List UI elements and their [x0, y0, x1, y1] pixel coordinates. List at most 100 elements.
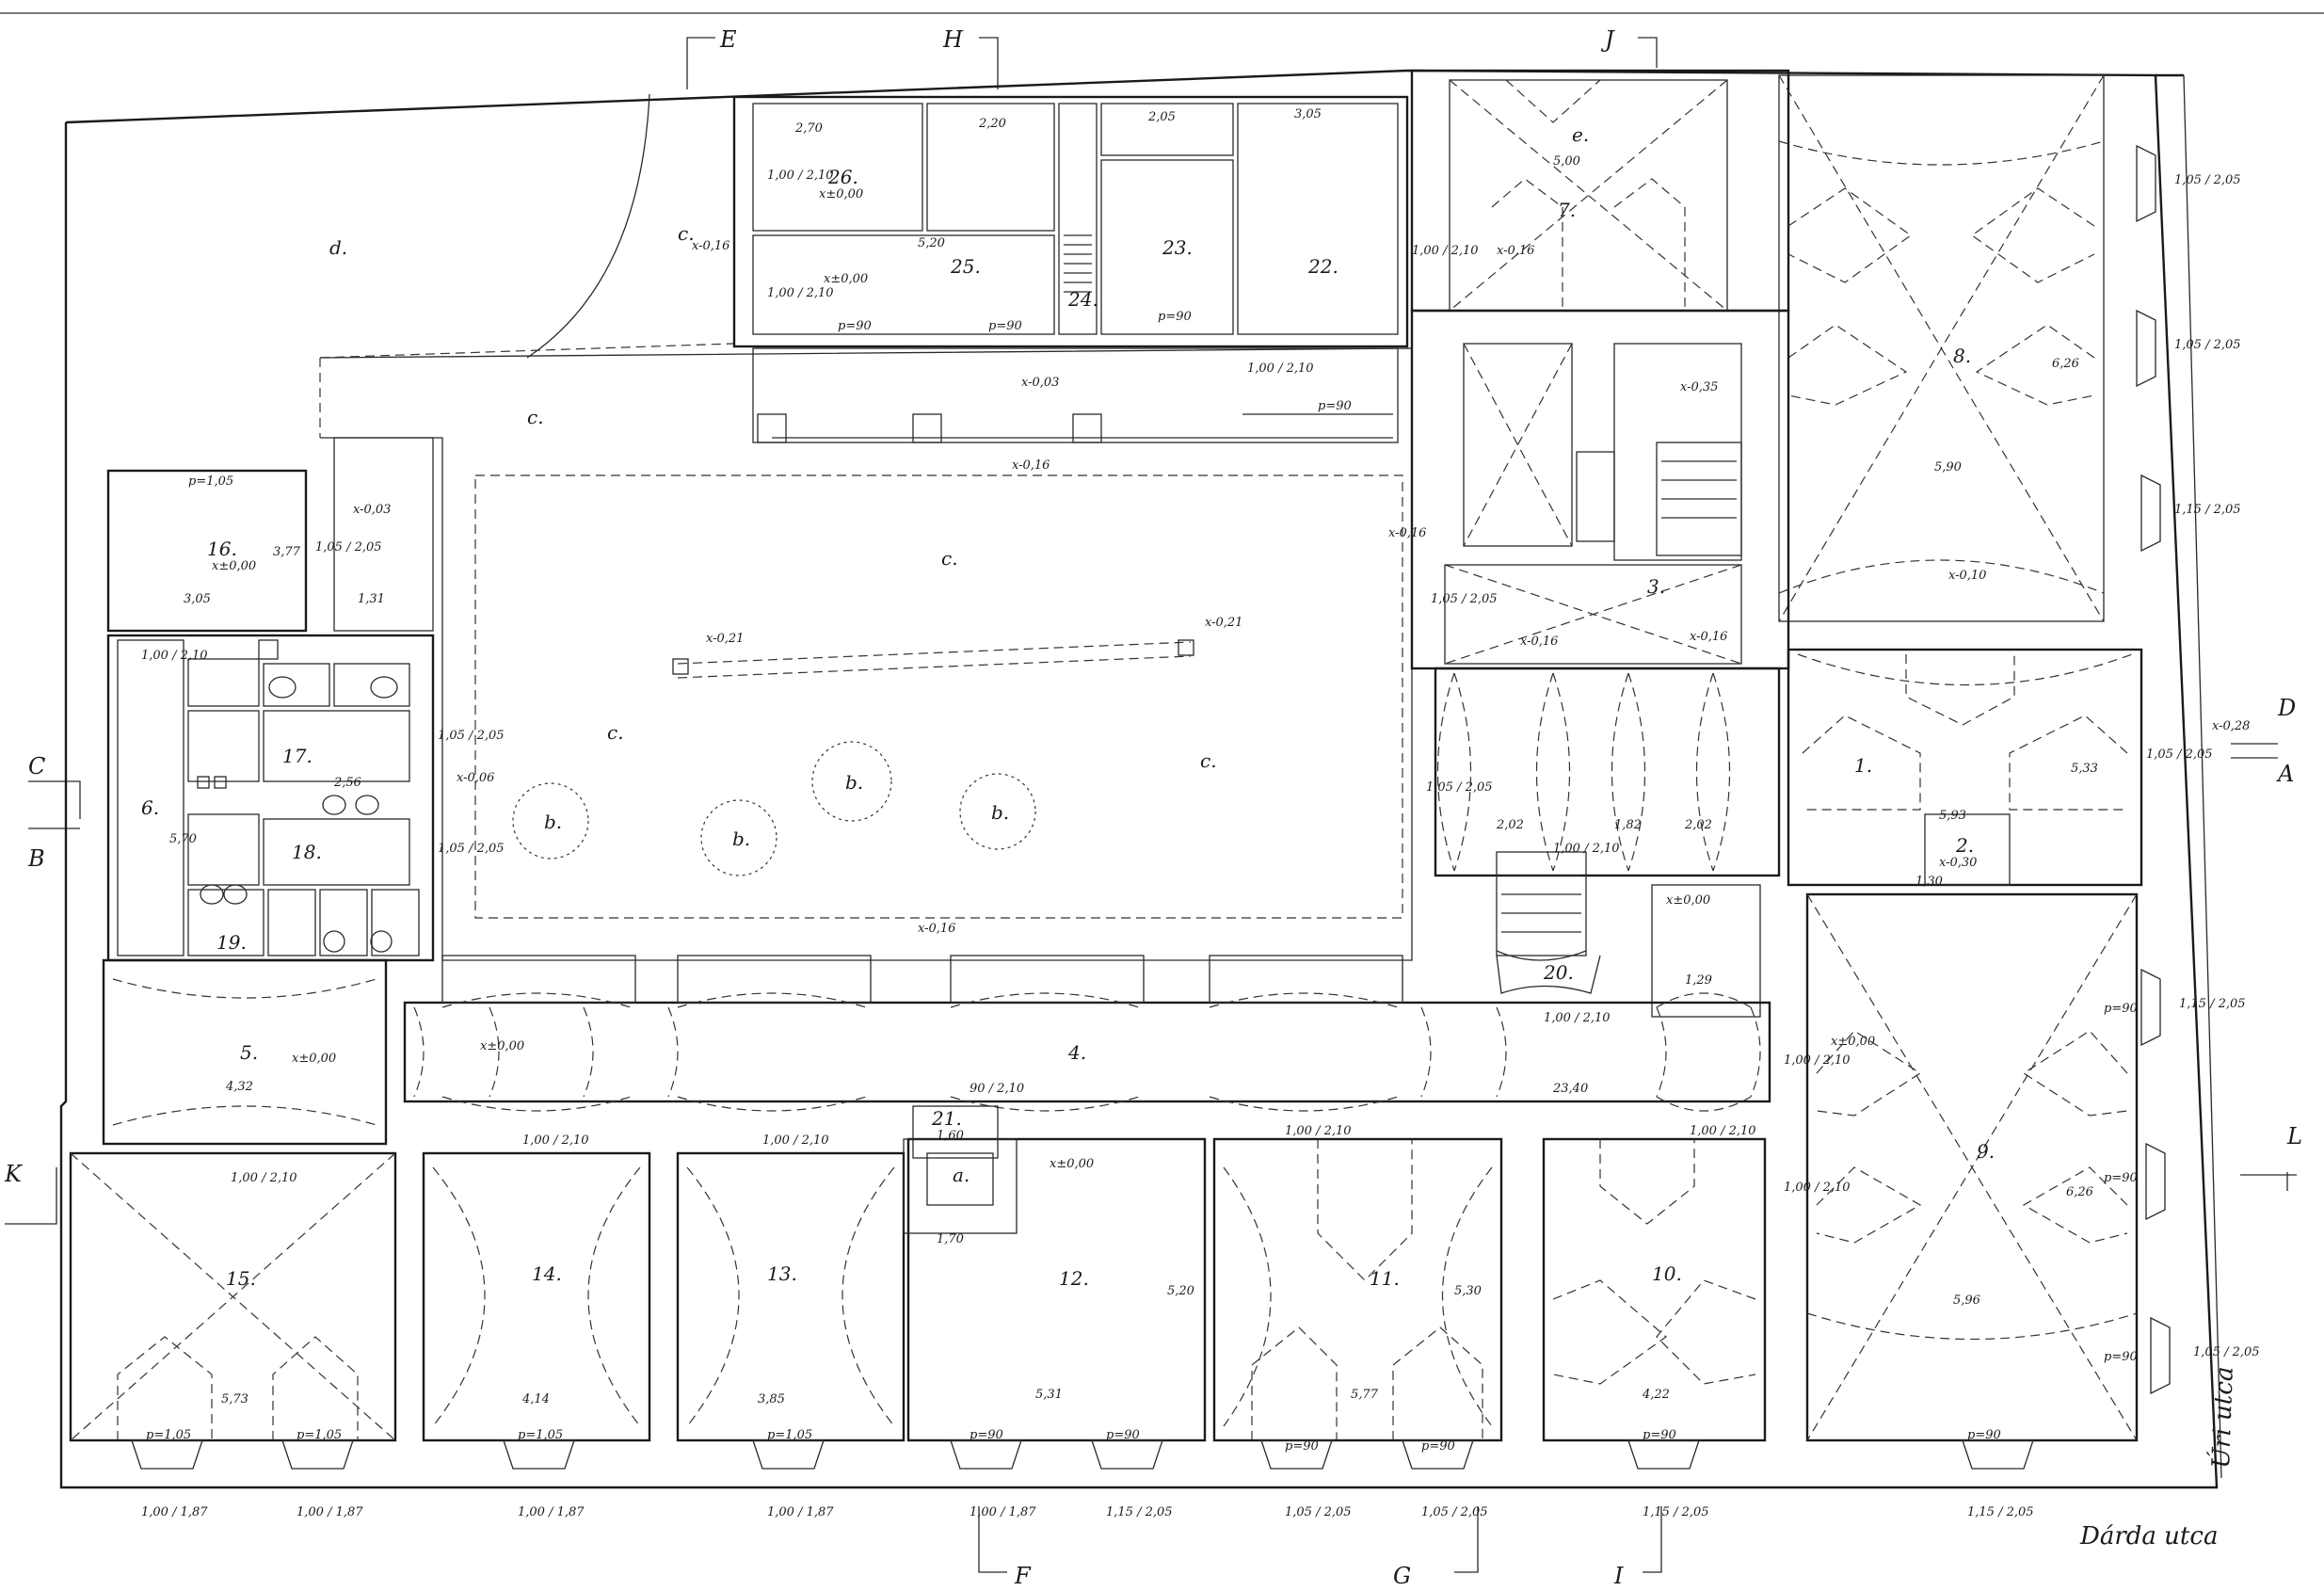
elevation-mark: x-0,16 — [918, 922, 955, 936]
sill-mark: p=90 — [1106, 1428, 1140, 1442]
room-label-2: 2. — [1955, 834, 1974, 857]
room-label-14: 14. — [532, 1262, 562, 1285]
dim-8-width: 5,90 — [1934, 460, 1962, 474]
sill-mark: p=90 — [1285, 1439, 1319, 1454]
window-bays-south — [131, 1439, 2034, 1470]
opening-mark: 1,05 / 2,05 — [1285, 1505, 1352, 1519]
opening-mark: 1,00 / 2,10 — [231, 1171, 297, 1185]
elevation-mark: x-0,16 — [1497, 244, 1534, 258]
dim-6-depth: 5,70 — [169, 832, 197, 846]
opening-mark: 1,15 / 2,05 — [2174, 503, 2241, 517]
opening-mark: 1,00 / 2,10 — [1553, 842, 1620, 856]
dim-15-width: 5,73 — [221, 1392, 248, 1406]
section-cut-e-h: E H — [686, 26, 999, 89]
dim-width: 2,02 — [1496, 818, 1524, 832]
room-label-13: 13. — [767, 1262, 797, 1285]
opening-mark: 1,15 / 2,05 — [1967, 1505, 2034, 1519]
elevation-mark: x-0,06 — [457, 771, 494, 785]
elevation-mark: x-0,30 — [1939, 856, 1977, 870]
area-label-c: c. — [941, 547, 958, 570]
west-wing: 16. 6. 17. 18. 19. x±0,00 x-0,03 3,05 3,… — [106, 437, 435, 962]
room-label-9: 9. — [1977, 1140, 1995, 1163]
elevation-mark: x±0,00 — [292, 1052, 336, 1066]
room-label-23: 23. — [1162, 236, 1193, 259]
site-outer-boundary — [59, 69, 2219, 1489]
dim-width: 1,29 — [1685, 973, 1712, 988]
elevation-mark: x-0,35 — [1680, 380, 1718, 394]
room-label-15: 15. — [226, 1267, 256, 1290]
dim-26-width: 2,70 — [794, 121, 823, 136]
dim-width: 1,82 — [1614, 818, 1642, 832]
dim-21-width: 1,60 — [937, 1129, 964, 1143]
section-label-e: E — [719, 26, 737, 53]
opening-mark: 1,00 / 2,10 — [1784, 1053, 1851, 1068]
dim-14-width: 4,14 — [521, 1392, 550, 1406]
dim-25-width: 5,20 — [918, 236, 945, 250]
elevation-mark: x-0,16 — [692, 239, 729, 253]
dim-7-width: 5,00 — [1553, 154, 1580, 169]
section-label-f: F — [1014, 1563, 1032, 1589]
opening-mark: 1,00 / 1,87 — [297, 1505, 363, 1519]
sill-mark: p=90 — [1967, 1428, 2001, 1442]
sill-mark: p=90 — [1421, 1439, 1455, 1454]
tree-label: b. — [991, 801, 1009, 824]
street-label-darda: Dárda utca — [2079, 1522, 2218, 1551]
room-label-26: 26. — [827, 166, 858, 188]
opening-mark: 1,05 / 2,05 — [1421, 1505, 1488, 1519]
elevation-mark: x-0,28 — [2212, 719, 2250, 733]
section-label-g: G — [1393, 1563, 1411, 1589]
section-label-a: A — [2276, 761, 2294, 787]
sill-mark: p=1,05 — [518, 1428, 563, 1442]
section-cut-f-g-i: F G I — [978, 1506, 1662, 1589]
sill-mark: p=90 — [1318, 399, 1352, 413]
opening-mark: 1,00 / 2,10 — [1784, 1181, 1851, 1195]
sill-mark: p=1,05 — [767, 1428, 812, 1442]
elevation-mark: x-0,21 — [1205, 616, 1242, 630]
tree-b-1 — [512, 782, 589, 860]
opening-mark: 1,00 / 2,10 — [1285, 1124, 1352, 1138]
sill-mark: p=90 — [1158, 310, 1192, 324]
room-label-6: 6. — [141, 796, 159, 819]
street-name-uri: Úri utca — [2205, 1366, 2239, 1469]
room-label-7: 7. — [1558, 199, 1576, 221]
elevation-mark: x±0,00 — [480, 1039, 524, 1053]
window-bays-east — [2136, 144, 2171, 1395]
tree-label: b. — [845, 771, 863, 794]
sill-mark: p=1,05 — [188, 474, 233, 489]
section-label-l: L — [2286, 1123, 2302, 1149]
opening-annotations: 1,05 / 2,05 1,00 / 2,10 1,00 / 2,10 1,00… — [141, 169, 2260, 1519]
sill-mark: p=1,05 — [297, 1428, 342, 1442]
opening-mark: 1,00 / 2,10 — [1690, 1124, 1756, 1138]
sill-mark: p=90 — [988, 319, 1022, 333]
dim-13-width: 3,85 — [758, 1392, 785, 1406]
elevation-mark: x±0,00 — [1050, 1157, 1094, 1171]
area-label-d: d. — [329, 236, 347, 259]
dim-9-width: 5,96 — [1953, 1294, 1980, 1308]
room-label-22: 22. — [1307, 255, 1338, 278]
section-label-h: H — [942, 26, 964, 53]
elevation-mark: x-0,03 — [353, 503, 391, 517]
room-label-21: 21. — [931, 1107, 962, 1130]
room-label-10: 10. — [1652, 1262, 1682, 1285]
room-label-19: 19. — [216, 931, 247, 954]
area-label-c: c. — [1200, 749, 1217, 772]
tree-b-2 — [700, 799, 777, 876]
elevation-mark: x-0,03 — [1021, 376, 1059, 390]
opening-mark: 1,05 / 2,05 — [2146, 747, 2213, 762]
area-label-a: a. — [953, 1164, 970, 1186]
opening-mark: 1,00 / 1,87 — [767, 1505, 834, 1519]
section-cut-l: L — [2240, 1123, 2302, 1191]
dim-11-width: 5,77 — [1351, 1388, 1379, 1402]
opening-mark: 1,00 / 1,87 — [518, 1505, 585, 1519]
opening-mark: 1,00 / 2,10 — [1544, 1011, 1611, 1025]
dim-width: 2,02 — [1684, 818, 1712, 832]
elevation-mark: x±0,00 — [1831, 1035, 1875, 1049]
opening-mark: 1,00 / 2,10 — [141, 649, 208, 663]
opening-mark: 90 / 2,10 — [970, 1082, 1024, 1096]
street-label-uri: Úri utca — [2205, 1366, 2239, 1469]
opening-mark: 1,00 / 2,10 — [767, 169, 834, 183]
room-label-4: 4. — [1067, 1041, 1086, 1064]
opening-mark: 1,05 / 2,05 — [2174, 173, 2241, 187]
dim-16-depth: 3,77 — [273, 545, 301, 559]
elevation-mark: x-0,16 — [1012, 458, 1050, 473]
